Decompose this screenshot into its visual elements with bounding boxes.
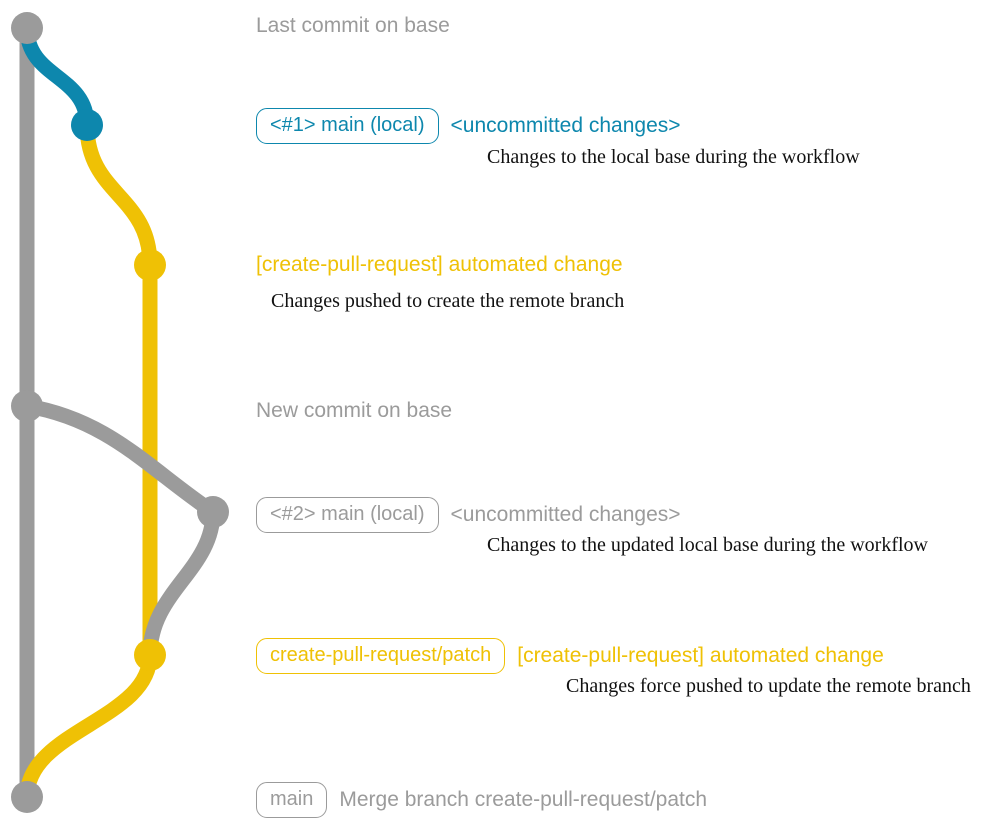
commit-subject-local-uncommitted-1: <uncommitted changes> [450, 114, 681, 137]
commit-subject-local-uncommitted-2: <uncommitted changes> [450, 503, 681, 526]
commit-subject-merge-commit: Merge branch create-pull-request/patch [339, 788, 708, 811]
edge-newbase-to-local2 [19, 398, 221, 520]
edge-remote2-to-merge [19, 647, 158, 805]
commit-node-local-1[interactable] [71, 109, 103, 141]
commit-node-base-last[interactable] [11, 12, 43, 44]
commit-description-local-uncommitted-2: Changes to the updated local base during… [487, 534, 928, 556]
commit-description-remote-create-branch: Changes pushed to create the remote bran… [271, 290, 625, 312]
commit-row-merge-commit: main Merge branch create-pull-request/pa… [256, 782, 707, 818]
commit-node-base-new[interactable] [11, 390, 43, 422]
commit-subject-remote-create-branch: [create-pull-request] automated change [256, 253, 623, 276]
commit-node-base-merge[interactable] [11, 781, 43, 813]
ref-badge-main[interactable]: main [256, 782, 328, 818]
commit-description-local-uncommitted-1: Changes to the local base during the wor… [487, 146, 860, 168]
ref-badge-main-local-2[interactable]: <#2> main (local) [256, 497, 439, 533]
commit-node-remote-2[interactable] [134, 639, 166, 671]
commit-row-local-uncommitted-1: <#1> main (local) <uncommitted changes> [256, 108, 681, 144]
edge-local1-to-remote1 [79, 117, 158, 273]
commit-row-remote-create-branch: [create-pull-request] automated change [256, 253, 623, 277]
commit-row-local-uncommitted-2: <#2> main (local) <uncommitted changes> [256, 497, 681, 533]
commit-node-local-2[interactable] [197, 496, 229, 528]
commit-description-remote-update-branch: Changes force pushed to update the remot… [566, 675, 971, 697]
commit-subject-remote-update-branch: [create-pull-request] automated change [517, 644, 884, 667]
ref-badge-create-pull-request-patch[interactable]: create-pull-request/patch [256, 638, 506, 674]
commit-row-remote-update-branch: create-pull-request/patch [create-pull-r… [256, 638, 884, 674]
label-new-commit-on-base: New commit on base [256, 399, 453, 422]
ref-badge-main-local-1[interactable]: <#1> main (local) [256, 108, 439, 144]
edge-local2-to-remote2 [142, 504, 221, 663]
commit-node-remote-1[interactable] [134, 249, 166, 281]
label-last-commit-on-base: Last commit on base [256, 14, 450, 37]
